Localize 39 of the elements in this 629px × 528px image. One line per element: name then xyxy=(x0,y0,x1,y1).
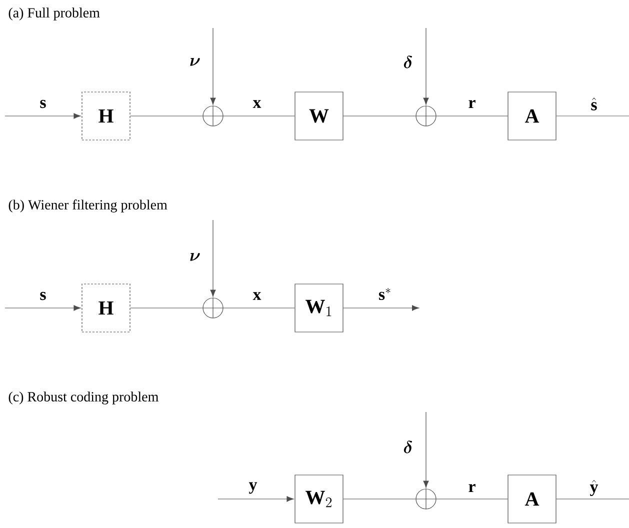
signal-line xyxy=(436,498,508,500)
panel-title: (a) Full problem xyxy=(8,8,100,20)
signal-line xyxy=(218,496,294,502)
signal-line xyxy=(556,498,629,500)
block-box: $\mathbf{W}_1$ xyxy=(294,284,344,332)
panel-title: (c) Robust coding problem xyxy=(8,392,158,404)
signal-label: $\boldsymbol{\delta}$ xyxy=(404,56,412,68)
signal-label: $\boldsymbol{\nu}$ xyxy=(190,58,200,66)
summing-junction xyxy=(202,105,224,127)
signal-label: $\mathbf{x}$ xyxy=(252,100,262,108)
signal-label: $\mathbf{r}$ xyxy=(468,100,476,108)
signal-label: $\hat{\mathbf{s}}$ xyxy=(591,98,597,110)
block-box: $\mathbf{A}$ xyxy=(508,474,556,524)
block-box: $\mathbf{H}$ xyxy=(82,284,130,332)
panel-title: (b) Wiener filtering problem xyxy=(8,200,168,212)
summing-junction xyxy=(415,488,437,510)
signal-line xyxy=(343,305,420,311)
signal-line xyxy=(4,305,81,311)
signal-label: $\mathbf{y}$ xyxy=(248,482,258,494)
signal-label: $\mathbf{s}^*$ xyxy=(378,288,390,300)
signal-line xyxy=(423,412,429,488)
signal-label: $\hat{\mathbf{y}}$ xyxy=(590,480,598,496)
block-box: $\mathbf{H}$ xyxy=(82,92,130,140)
signal-line xyxy=(210,28,216,105)
signal-label: $\mathbf{r}$ xyxy=(468,484,476,492)
signal-label: $\mathbf{s}$ xyxy=(40,292,46,300)
block-box: $\mathbf{W}$ xyxy=(294,92,344,140)
signal-label: $\mathbf{x}$ xyxy=(252,292,262,300)
signal-label: $\mathbf{s}$ xyxy=(40,100,46,108)
signal-line xyxy=(4,113,81,119)
signal-label: $\boldsymbol{\delta}$ xyxy=(404,440,412,454)
summing-junction xyxy=(415,105,437,127)
signal-line xyxy=(423,28,429,105)
signal-label: $\boldsymbol{\nu}$ xyxy=(190,253,200,261)
block-box: $\mathbf{W}_2$ xyxy=(294,474,344,524)
summing-junction xyxy=(202,297,224,319)
signal-line xyxy=(343,498,416,500)
signal-line xyxy=(210,220,216,297)
block-box: $\mathbf{A}$ xyxy=(508,92,556,140)
